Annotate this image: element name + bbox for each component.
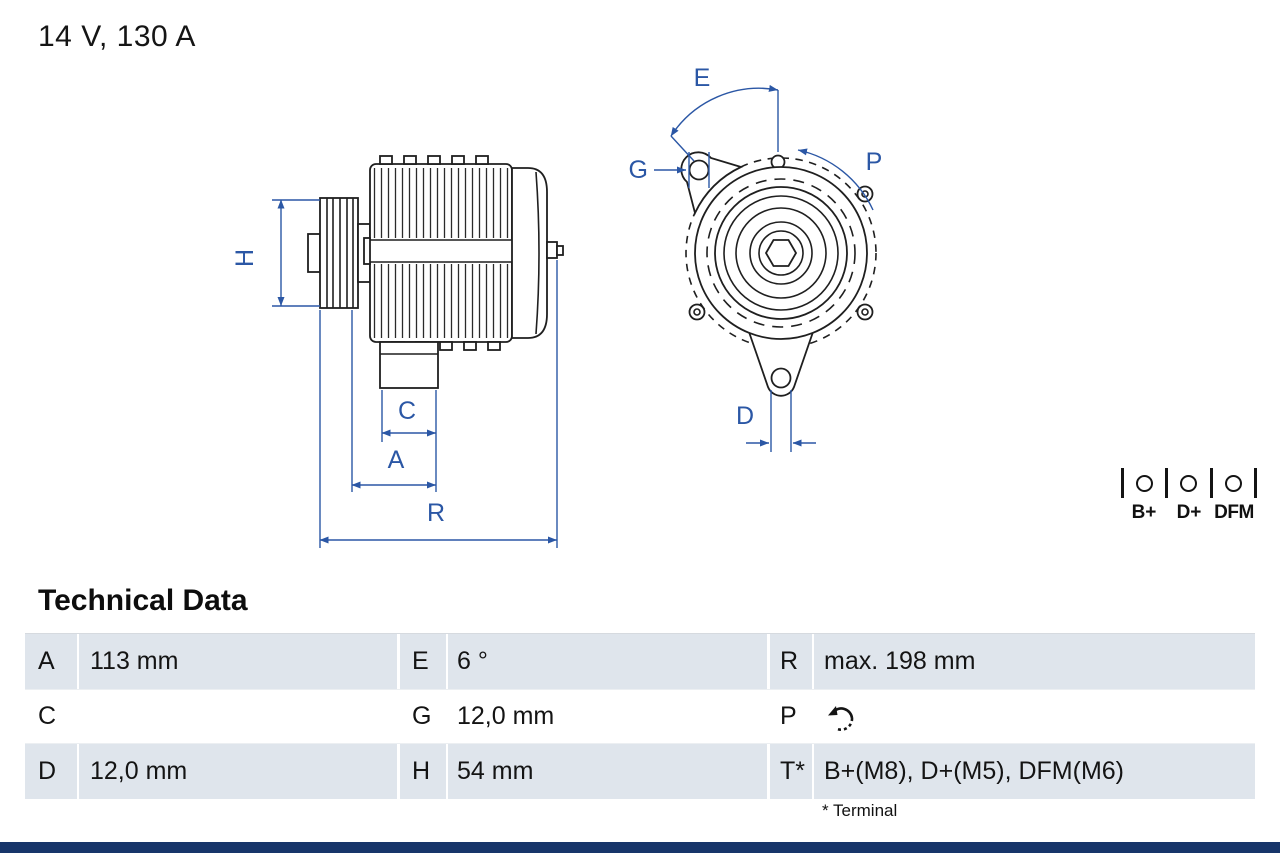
cell-value: 12,0 mm (77, 744, 397, 799)
terminal-label-bplus: B+ (1131, 502, 1157, 523)
cell-value: 6 ° (446, 634, 767, 689)
terminal-label-dplus: D+ (1176, 502, 1202, 523)
cell-key: H (412, 757, 431, 785)
cell-value: 12,0 mm (446, 690, 767, 743)
table-cell-h: H 54 mm (397, 744, 767, 799)
cell-value: B+(M8), D+(M5), DFM(M6) (812, 744, 1255, 799)
cell-key: E (412, 647, 429, 675)
terminal-circle-icon (1180, 474, 1198, 492)
terminal-label-dfm: DFM (1214, 502, 1254, 523)
dim-label-r: R (427, 499, 445, 527)
technical-data-table: A 113 mm E 6 ° R max. 198 mm C G 12,0 mm (25, 633, 1255, 799)
dim-label-d: D (736, 402, 754, 430)
cell-key: T* (780, 757, 805, 785)
cell-key: A (38, 647, 55, 675)
table-cell-t: T* B+(M8), D+(M5), DFM(M6) (767, 744, 1255, 799)
terminal-bar-icon (1121, 468, 1124, 498)
table-row: A 113 mm E 6 ° R max. 198 mm (25, 634, 1255, 689)
cell-key: R (780, 647, 799, 675)
cell-value: 54 mm (446, 744, 767, 799)
table-cell-g: G 12,0 mm (397, 690, 767, 743)
voltage-current-title: 14 V, 130 A (38, 20, 196, 53)
footer-bar (0, 842, 1280, 853)
front-view: E G P D (629, 64, 883, 452)
dim-label-a: A (388, 446, 405, 474)
cell-key: G (412, 702, 432, 730)
alternator-technical-drawing: H C A R (231, 64, 883, 548)
cell-value (77, 690, 397, 743)
table-cell-p: P (767, 690, 1255, 743)
terminal-footnote: * Terminal (822, 801, 898, 820)
terminal-labels: B+ D+ DFM (1121, 502, 1257, 524)
terminal-icons (1121, 467, 1257, 499)
dim-label-p: P (866, 148, 883, 176)
dim-label-h: H (231, 249, 259, 267)
dim-label-g: G (629, 156, 648, 184)
technical-data-heading: Technical Data (38, 584, 248, 617)
table-cell-r: R max. 198 mm (767, 634, 1255, 689)
terminal-diagram: B+ D+ DFM (1121, 467, 1257, 524)
cell-key: P (780, 702, 797, 730)
cell-key: D (38, 757, 57, 785)
table-cell-d: D 12,0 mm (25, 744, 397, 799)
cell-key: C (38, 702, 57, 730)
rotation-direction-icon (828, 705, 854, 731)
dim-label-c: C (398, 397, 416, 425)
table-cell-e: E 6 ° (397, 634, 767, 689)
table-row: D 12,0 mm H 54 mm T* B+(M8), D+(M5), DFM… (25, 744, 1255, 799)
table-cell-a: A 113 mm (25, 634, 397, 689)
table-cell-c: C (25, 690, 397, 743)
terminal-bar-icon (1253, 468, 1257, 498)
side-view: H C A R (231, 155, 564, 548)
dim-label-e: E (694, 64, 711, 92)
cell-value: max. 198 mm (812, 634, 1255, 689)
terminal-bar-icon (1209, 468, 1213, 498)
cell-value (812, 690, 1255, 743)
table-row: C G 12,0 mm P (25, 689, 1255, 744)
terminal-circle-icon (1136, 474, 1154, 492)
cell-value: 113 mm (77, 634, 397, 689)
terminal-bar-icon (1165, 468, 1169, 498)
terminal-circle-icon (1224, 474, 1242, 492)
